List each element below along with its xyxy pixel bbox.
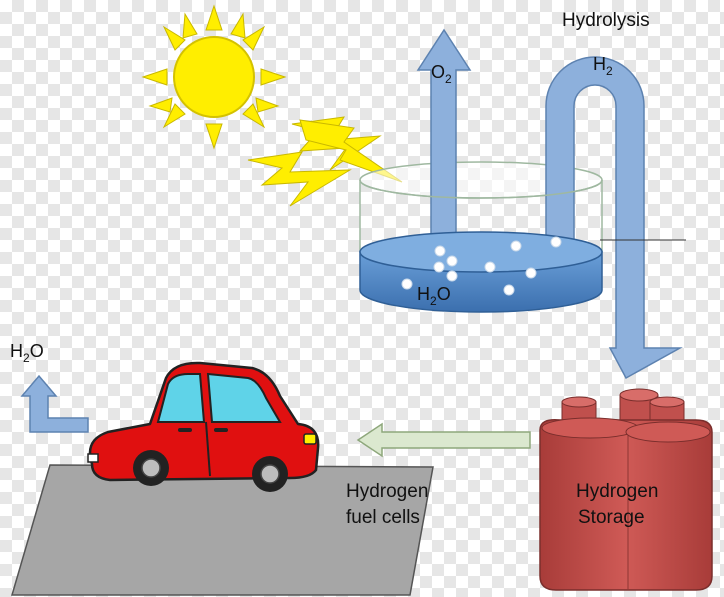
beaker-front-rim [359, 179, 603, 199]
water-label: H2O [417, 284, 451, 308]
hydrogen-tank-icon [539, 388, 713, 591]
bubbles [401, 236, 562, 296]
hydrolysis-label: Hydrolysis [562, 10, 650, 31]
car-icon [87, 361, 320, 492]
sun-icon [141, 4, 287, 150]
h2-pipe-label: H2 [593, 54, 613, 78]
o2-label: O2 [431, 62, 452, 86]
storage-label-line1: Hydrogen [576, 481, 658, 502]
water-body [359, 231, 603, 313]
storage-label-line2: Storage [578, 507, 645, 528]
lightning-bolt-icon [247, 116, 403, 207]
fuel-flow-arrow [356, 422, 531, 458]
exhaust-arrow [20, 374, 89, 433]
o2-up-arrow [416, 28, 472, 239]
fuel-cells-label-line1: Hydrogen [346, 481, 428, 502]
front-wheel [133, 450, 169, 486]
exhaust-h2o-label: H2O [10, 341, 44, 365]
h2-u-tube-arrow [545, 56, 683, 380]
rear-wheel [252, 456, 288, 492]
fuel-cells-label-line2: fuel cells [346, 507, 420, 528]
